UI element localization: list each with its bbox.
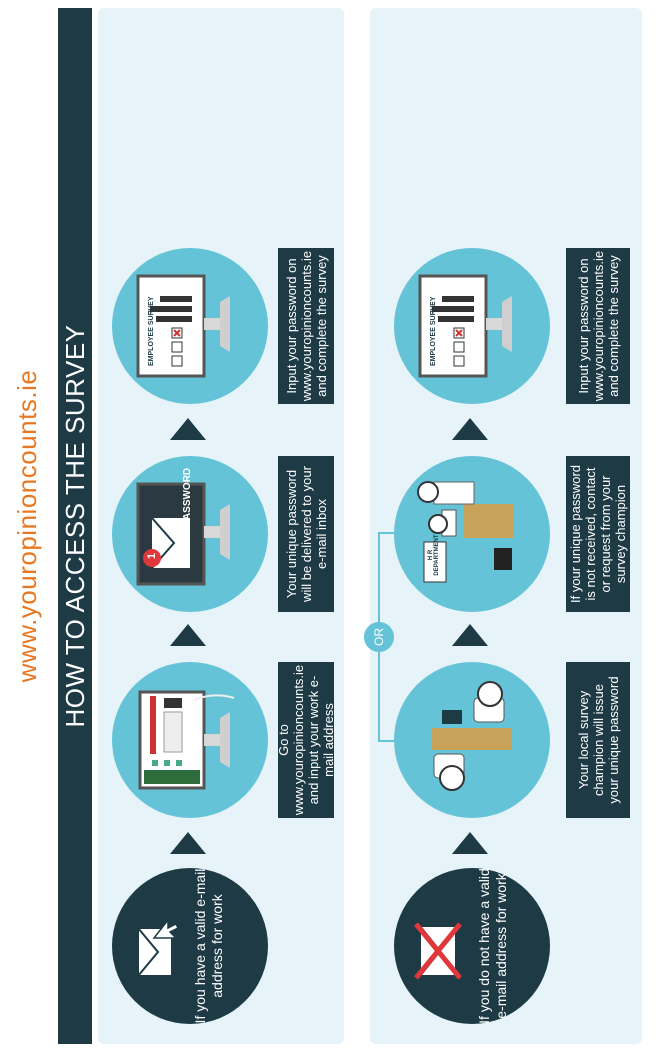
- arrow-right-icon: [170, 832, 206, 854]
- arrow-right-icon: [452, 624, 488, 646]
- path-a-panel: If you have a valid e-mail address for w…: [98, 8, 344, 1044]
- envelope-cursor-icon: [132, 914, 178, 978]
- step-caption-complete: Input your password on www.youropinionco…: [566, 248, 630, 404]
- notification-badge: 1: [146, 550, 158, 562]
- step-caption-1: Go to www.youropinioncounts.ie and input…: [278, 662, 334, 818]
- start-label: If you do not have a valid e-mail addres…: [476, 868, 510, 1024]
- step-caption-3: Input your password on www.youropinionco…: [278, 248, 334, 404]
- start-label: If you have a valid e-mail address for w…: [192, 868, 226, 1024]
- step-caption-hr: If your unique password is not received,…: [566, 456, 630, 612]
- survey-screen-text: EMPLOYEE SURVEY: [430, 286, 437, 366]
- page-title: HOW TO ACCESS THE SURVEY: [58, 8, 92, 1044]
- monitor-login-icon: [134, 688, 246, 792]
- step-caption-champion: Your local survey champion will issue yo…: [566, 662, 630, 818]
- arrow-right-icon: [452, 418, 488, 440]
- path-b-panel: If you do not have a valid e-mail addres…: [370, 8, 642, 1044]
- arrow-right-icon: [170, 418, 206, 440]
- password-screen-text: PASSWORD: [182, 476, 193, 526]
- step-caption-2: Your unique password will be delivered t…: [278, 456, 334, 612]
- hr-sign-text: H R DEPARTMENT: [428, 532, 440, 578]
- or-badge: OR: [364, 622, 394, 652]
- arrow-right-icon: [170, 624, 206, 646]
- site-url[interactable]: www.youropinioncounts.ie: [12, 0, 43, 1052]
- envelope-crossed-icon: [412, 912, 464, 982]
- survey-champion-icon: [414, 680, 532, 798]
- survey-screen-text: EMPLOYEE SURVEY: [148, 286, 155, 366]
- arrow-right-icon: [452, 832, 488, 854]
